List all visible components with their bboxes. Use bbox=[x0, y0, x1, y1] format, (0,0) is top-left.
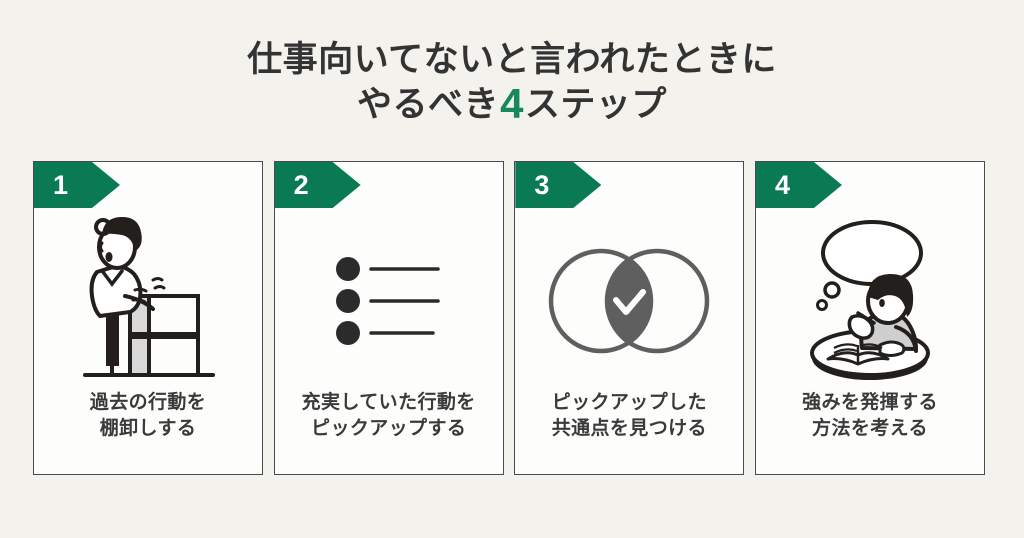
step-caption-3-line-1: ピックアップした bbox=[551, 391, 707, 413]
step-caption-4-line-1: 強みを発揮する bbox=[802, 391, 938, 413]
step-caption-4: 強みを発揮する 方法を考える bbox=[756, 390, 984, 442]
step-caption-2-line-1: 充実していた行動を bbox=[301, 391, 476, 413]
step-caption-2-line-2: ピックアップする bbox=[311, 417, 467, 439]
bulleted-list-icon bbox=[335, 257, 440, 345]
page-title: 仕事向いてないと言われたときに やるべき4ステップ bbox=[0, 38, 1024, 128]
step-illustration-4 bbox=[756, 206, 984, 396]
step-illustration-1 bbox=[34, 206, 262, 396]
title-line-2: やるべき4ステップ bbox=[0, 79, 1024, 128]
step-card-2[interactable]: 2 充実していた行動を ピックアップする bbox=[273, 161, 504, 475]
person-inventory-shelves-icon bbox=[83, 216, 215, 377]
step-number-label-4: 4 bbox=[774, 169, 790, 200]
title-text-after-number: ステップ bbox=[524, 84, 667, 124]
step-number-badge-1: 1 bbox=[34, 162, 120, 208]
step-number-label-2: 2 bbox=[293, 169, 309, 200]
title-line-1: 仕事向いてないと言われたときに bbox=[247, 40, 777, 79]
step-number-badge-2: 2 bbox=[274, 162, 361, 208]
step-caption-3: ピックアップした 共通点を見つける bbox=[515, 390, 743, 442]
step-card-3[interactable]: 3 ピックアップした 共通点を見 bbox=[514, 161, 745, 475]
step-card-1[interactable]: 1 bbox=[33, 161, 263, 475]
title-text-before-number: やるべき bbox=[357, 84, 500, 124]
step-caption-2: 充実していた行動を ピックアップする bbox=[275, 390, 503, 442]
step-illustration-3 bbox=[515, 206, 743, 396]
step-caption-1-line-2: 棚卸しする bbox=[99, 417, 197, 439]
step-card-4[interactable]: 4 bbox=[754, 161, 985, 475]
step-caption-3-line-2: 共通点を見つける bbox=[551, 417, 707, 439]
step-number-badge-4: 4 bbox=[755, 162, 842, 208]
steps-card-row: 1 bbox=[33, 161, 985, 475]
step-number-label-1: 1 bbox=[53, 169, 69, 200]
step-caption-1: 過去の行動を 棚卸しする bbox=[34, 390, 262, 442]
title-step-count: 4 bbox=[500, 79, 524, 127]
step-number-label-3: 3 bbox=[534, 169, 550, 200]
step-number-badge-3: 3 bbox=[515, 162, 602, 208]
step-illustration-2 bbox=[275, 206, 503, 396]
step-caption-1-line-1: 過去の行動を bbox=[89, 391, 207, 413]
person-thinking-desk-icon bbox=[809, 220, 930, 380]
step-caption-4-line-2: 方法を考える bbox=[812, 417, 928, 439]
venn-diagram-check-icon bbox=[549, 248, 710, 354]
